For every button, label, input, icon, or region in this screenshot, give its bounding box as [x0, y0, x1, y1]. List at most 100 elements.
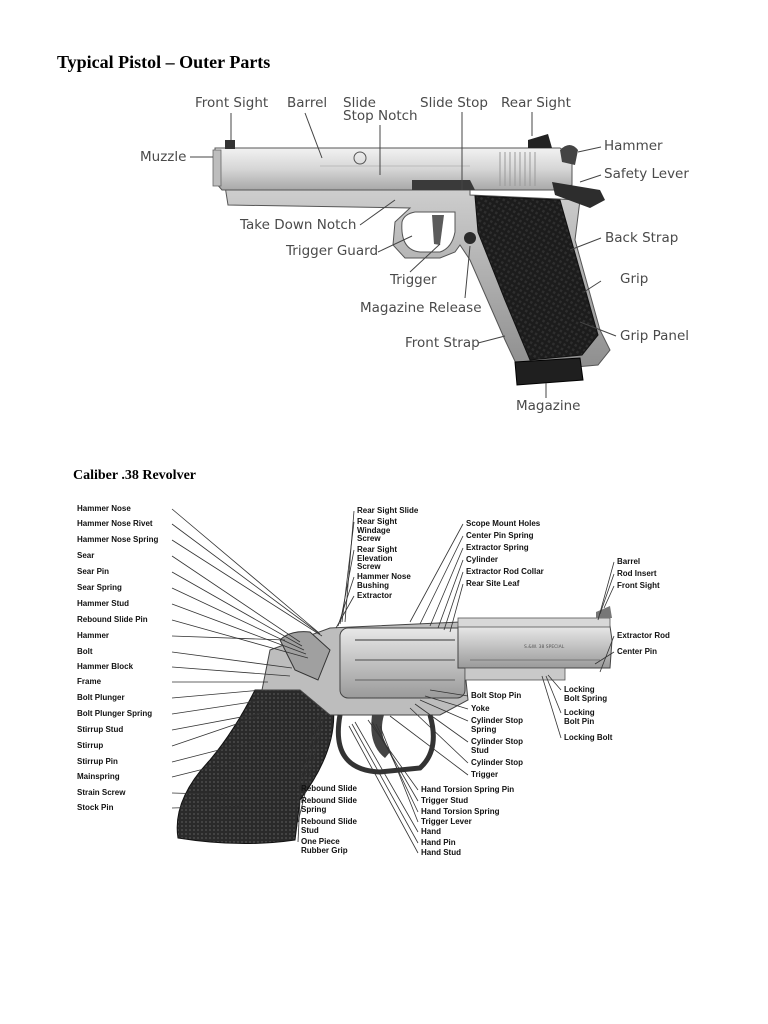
leader-line — [171, 571, 303, 647]
revolver-part-label: Extractor — [357, 591, 392, 601]
leader-line — [348, 725, 419, 854]
revolver-part-label: Center Pin Spring — [466, 531, 534, 541]
leader-line — [443, 571, 464, 631]
revolver-part-label: Hand Torsion Spring — [421, 807, 500, 817]
label-line: Yoke — [471, 704, 490, 713]
label-line: Stock Pin — [77, 803, 114, 812]
label-line: Bolt Stop Pin — [471, 691, 522, 700]
label-line: Hammer Nose — [357, 572, 411, 581]
label-grip-panel: Grip Panel — [620, 328, 690, 344]
leader-line — [171, 759, 241, 778]
revolver-trigger-guard — [335, 714, 436, 775]
label-line: Screw — [357, 562, 381, 571]
revolver-part-label: Sear Pin — [77, 567, 110, 577]
label-rear-sight: Rear Sight — [501, 95, 571, 111]
label-line: Rebound Slide — [301, 796, 357, 805]
revolver-part-label: Rebound Slide — [301, 784, 357, 794]
revolver-part-label: Hand — [421, 827, 441, 837]
leader-line — [171, 792, 247, 796]
revolver-part-label: Bolt Plunger Spring — [77, 709, 153, 719]
leader-line — [449, 583, 464, 633]
revolver-part-label: Extractor Rod Collar — [466, 567, 544, 577]
label-line: Rear Sight Slide — [357, 506, 419, 515]
leader-line — [367, 719, 419, 791]
label-line: Locking — [564, 685, 595, 694]
label-line: Stud — [301, 825, 319, 835]
leader-line — [171, 711, 269, 731]
revolver-part-label: Center Pin — [617, 647, 657, 657]
label-line: Trigger Stud — [421, 796, 469, 805]
revolver-part-label: Bolt Plunger — [77, 693, 125, 703]
revolver-part-label: Stock Pin — [77, 803, 114, 813]
label-line: Sear — [77, 551, 95, 560]
trigger-shape — [432, 215, 444, 245]
label-line: Hand — [421, 827, 441, 836]
label-muzzle: Muzzle — [140, 149, 187, 165]
revolver-part-label: Rebound Slide Pin — [77, 615, 148, 625]
hammer-shape — [560, 145, 578, 165]
leader-line — [171, 699, 266, 715]
revolver-part-label: Rod Insert — [617, 569, 657, 579]
barrel-marking: S.&W. 38 SPECIAL — [524, 644, 565, 650]
label-line: Bolt Plunger Spring — [77, 709, 153, 718]
label-line: Front Sight — [617, 581, 660, 590]
label-line: Bolt Spring — [564, 693, 608, 703]
revolver-hammer — [279, 631, 331, 681]
label-line: Hammer — [77, 631, 110, 640]
leader-line — [603, 585, 615, 609]
leader-line — [389, 715, 469, 776]
label-line: Trigger — [471, 770, 499, 779]
label-line: Screw — [357, 534, 381, 543]
label-line: Sear Pin — [77, 567, 110, 576]
revolver-part-label: Barrel — [617, 557, 641, 567]
label-magazine: Magazine — [516, 398, 581, 414]
rear-sight-shape — [528, 134, 552, 148]
label-line: Cylinder Stop — [471, 737, 524, 746]
label-line: Hand Stud — [421, 848, 461, 857]
label-line: Rebound Slide — [301, 784, 357, 793]
revolver-part-label: Hammer Nose Spring — [77, 535, 158, 545]
label-line: Cylinder Stop — [471, 758, 524, 767]
revolver-part-label: Sear — [77, 551, 95, 561]
leader-line — [171, 689, 263, 699]
label-line: Hand Torsion Spring — [421, 807, 500, 816]
leader-line — [379, 725, 419, 823]
revolver-part-label: Stirrup — [77, 741, 103, 751]
revolver-part-label: Rear Sight Slide — [357, 506, 419, 516]
mag-release-shape — [464, 232, 476, 244]
revolver-part-label: Hand Stud — [421, 848, 461, 858]
leader-line — [429, 547, 464, 627]
label-line: Elevation — [357, 553, 393, 563]
leader-line — [594, 651, 615, 665]
muzzle-end — [212, 149, 222, 187]
label-line: Hammer Nose Rivet — [77, 519, 153, 528]
label-trigger: Trigger — [390, 272, 437, 288]
revolver-part-label: Hand Torsion Spring Pin — [421, 785, 515, 795]
leader-line — [297, 799, 301, 843]
leader-line — [597, 561, 615, 621]
revolver-part-label: Locking Bolt — [564, 733, 612, 743]
label-barrel: Barrel — [287, 95, 328, 111]
barrel-rib — [457, 617, 611, 628]
leader-line — [371, 721, 419, 802]
leader-line — [297, 715, 325, 823]
label-slide-stop: Slide Stop — [420, 95, 488, 111]
leader-line — [171, 739, 259, 763]
label-slide-stop-notch: Slide Stop Notch — [343, 96, 418, 123]
label-line: Strain Screw — [77, 788, 126, 797]
leader-line — [344, 510, 355, 623]
label-line: Barrel — [617, 557, 641, 566]
label-line: Stud — [471, 745, 489, 755]
leader-line — [171, 651, 293, 669]
label-line: Hand Torsion Spring Pin — [421, 785, 515, 794]
front-sight-shape — [225, 140, 235, 149]
